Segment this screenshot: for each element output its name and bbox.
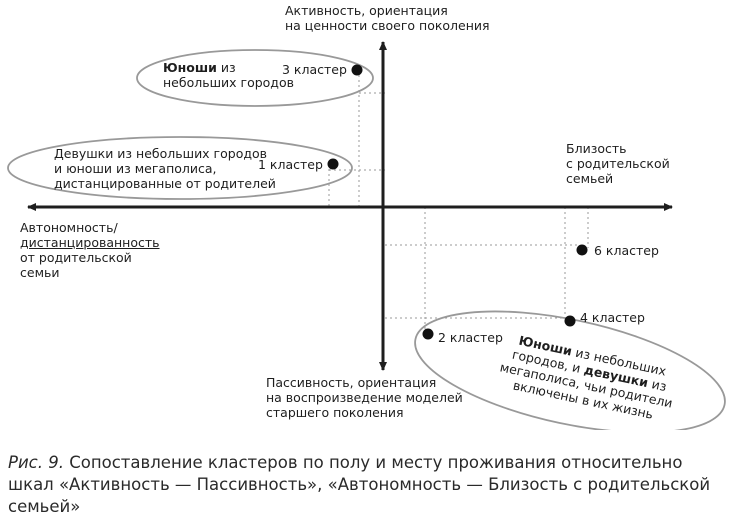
- cluster-1-point: [327, 158, 339, 170]
- cluster-6-point: [576, 244, 588, 256]
- group-3-label: Юноши из небольших городов: [163, 60, 294, 90]
- cluster-4-point: [564, 315, 576, 327]
- cluster-4-label: 4 кластер: [580, 310, 645, 325]
- cluster-diagram: [7, 41, 726, 430]
- projection-lines: [328, 70, 589, 336]
- group-ellipse-1: [7, 136, 353, 200]
- cluster-2-point: [422, 328, 434, 340]
- figure-caption: Рис. 9. Сопоставление кластеров по полу …: [8, 453, 711, 516]
- cluster-1-label: 1 кластер: [258, 157, 323, 172]
- group-ellipse-3: [136, 49, 374, 107]
- cluster-3-label: 3 кластер: [282, 62, 347, 77]
- cluster-3-point: [351, 64, 363, 76]
- group-ellipse-4: [414, 310, 726, 430]
- cluster-6-label: 6 кластер: [594, 243, 659, 258]
- cluster-2-label: 2 кластер: [438, 330, 503, 345]
